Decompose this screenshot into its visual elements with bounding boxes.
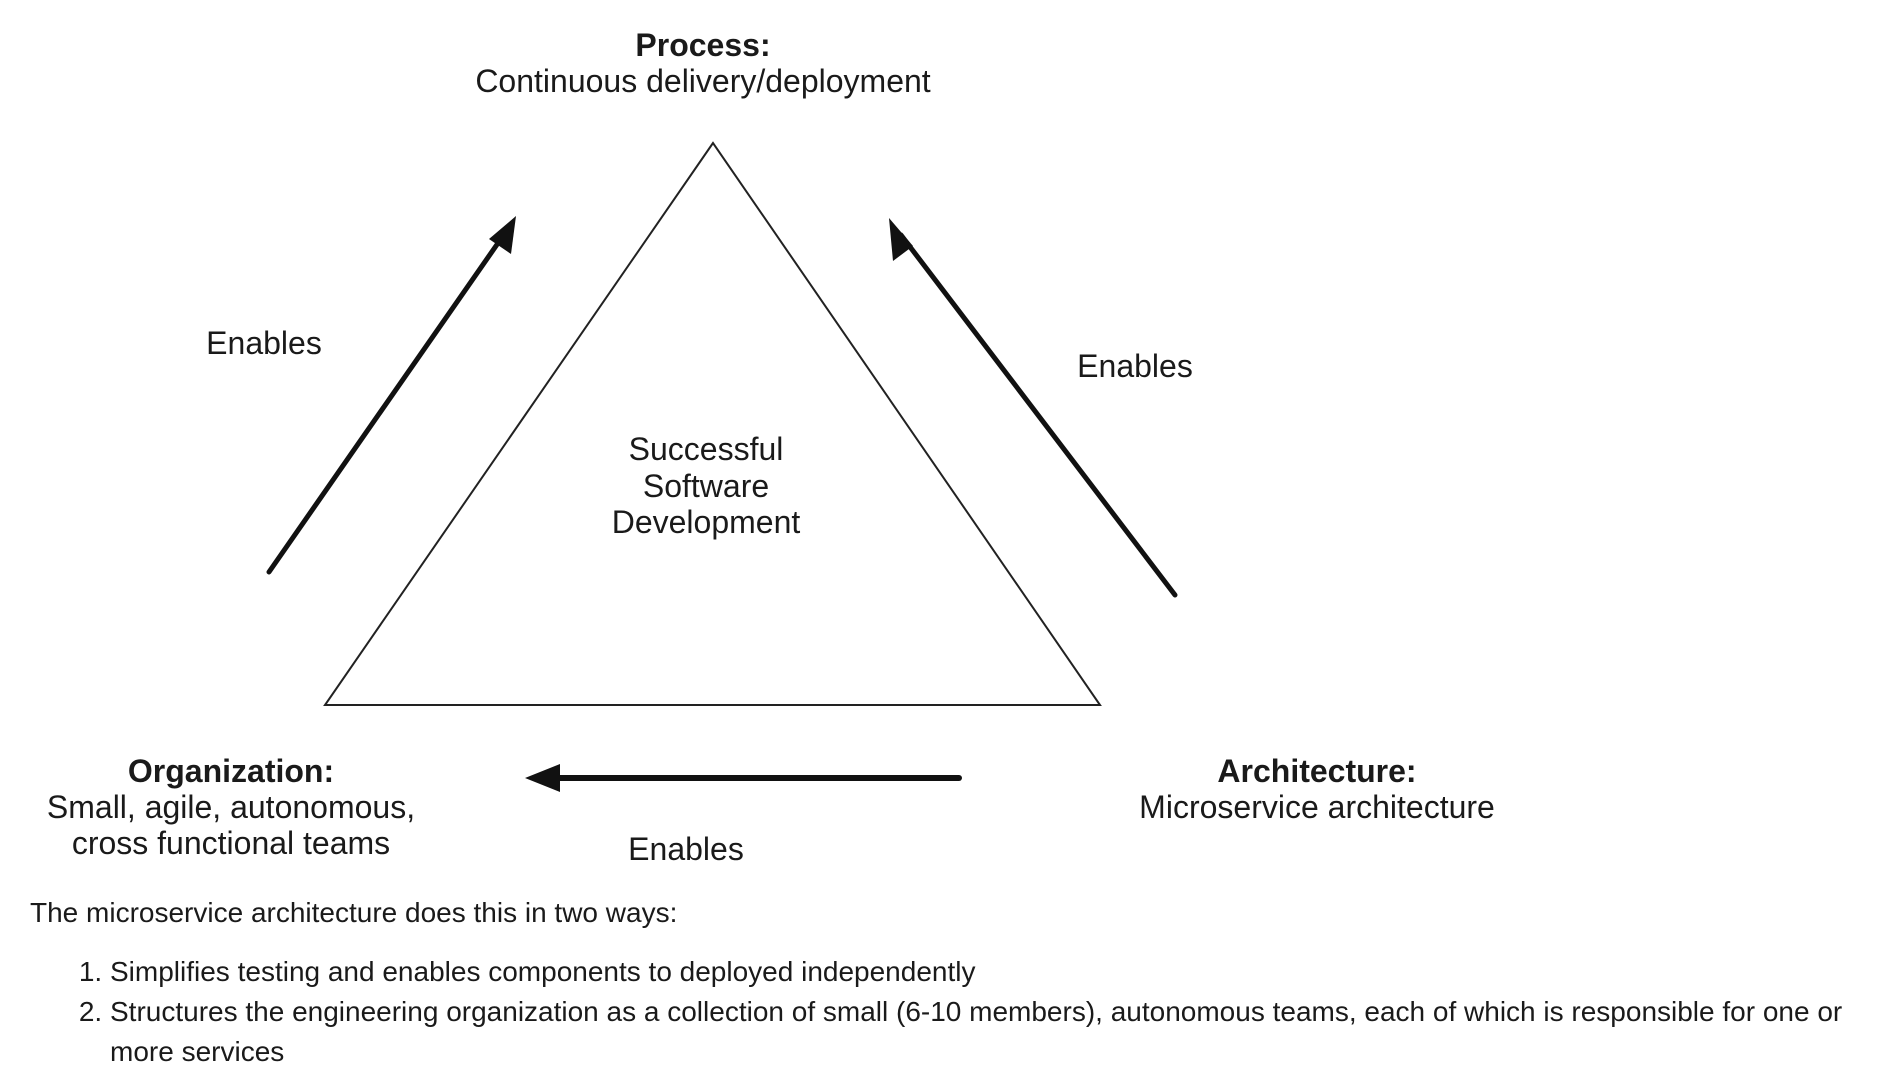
organization-subtitle-line-1: Small, agile, autonomous, [47,789,415,825]
list-item: Structures the engineering organization … [110,992,1870,1072]
center-line-2: Software [643,468,769,504]
description-text: The microservice architecture does this … [30,893,1870,1072]
center-line-1: Successful [629,431,784,467]
ways-list: Simplifies testing and enables component… [30,952,1870,1072]
edge-label-architecture-organization: Enables [628,831,744,867]
arrowhead-organization-to-process [489,216,516,254]
list-item: Simplifies testing and enables component… [110,952,1870,992]
edge-label-organization-process: Enables [206,325,322,361]
process-subtitle: Continuous delivery/deployment [475,63,930,99]
arrowhead-architecture-to-organization [525,764,560,792]
architecture-title: Architecture: [1217,753,1416,789]
arrowhead-architecture-to-process [889,218,913,261]
arrow-organization-to-process [266,230,508,575]
architecture-subtitle: Microservice architecture [1139,789,1495,825]
organization-title: Organization: [128,753,334,789]
edge-label-architecture-process: Enables [1077,348,1193,384]
process-title: Process: [635,27,770,63]
arrow-architecture-to-process [898,232,1178,598]
intro-paragraph: The microservice architecture does this … [30,897,678,928]
central-triangle [323,141,1102,706]
organization-subtitle-line-2: cross functional teams [72,825,390,861]
center-line-3: Development [612,504,801,540]
